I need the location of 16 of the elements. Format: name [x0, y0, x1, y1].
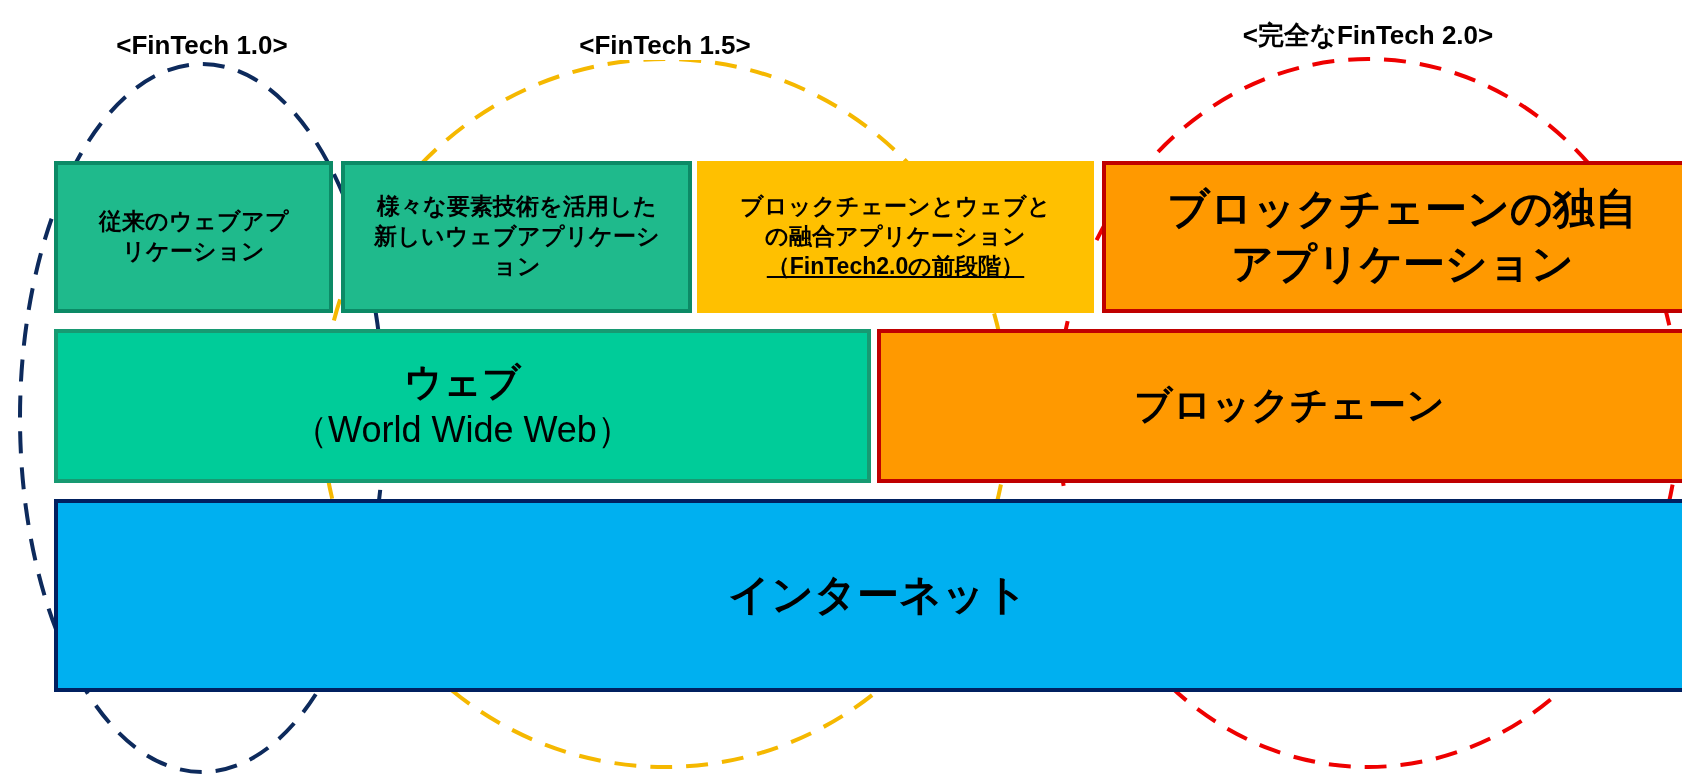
application-box: [341, 161, 692, 313]
layer-box: [877, 329, 1682, 483]
box-text: （World Wide Web）: [292, 408, 633, 453]
application-box: [1102, 161, 1682, 313]
application-box: [54, 161, 333, 313]
box-text: インターネット: [728, 570, 1028, 621]
application-box: [697, 161, 1094, 313]
box-text: ブロックチェーンとウェブとの融合アプリケーション: [739, 192, 1052, 252]
box-text: 従来のウェブアプリケーション: [97, 207, 290, 266]
box-text: （FinTech2.0の前段階）: [766, 251, 1025, 281]
box-text: ブロックチェーンの独自アプリケーション: [1167, 184, 1637, 289]
box-text: ウェブ: [404, 359, 521, 405]
layer-box: [54, 499, 1682, 692]
box-text: 様々な要素技術を活用した新しいウェブアプリケーション: [372, 192, 661, 281]
layer-box: [54, 329, 871, 483]
box-text: ブロックチェーン: [1134, 383, 1445, 429]
